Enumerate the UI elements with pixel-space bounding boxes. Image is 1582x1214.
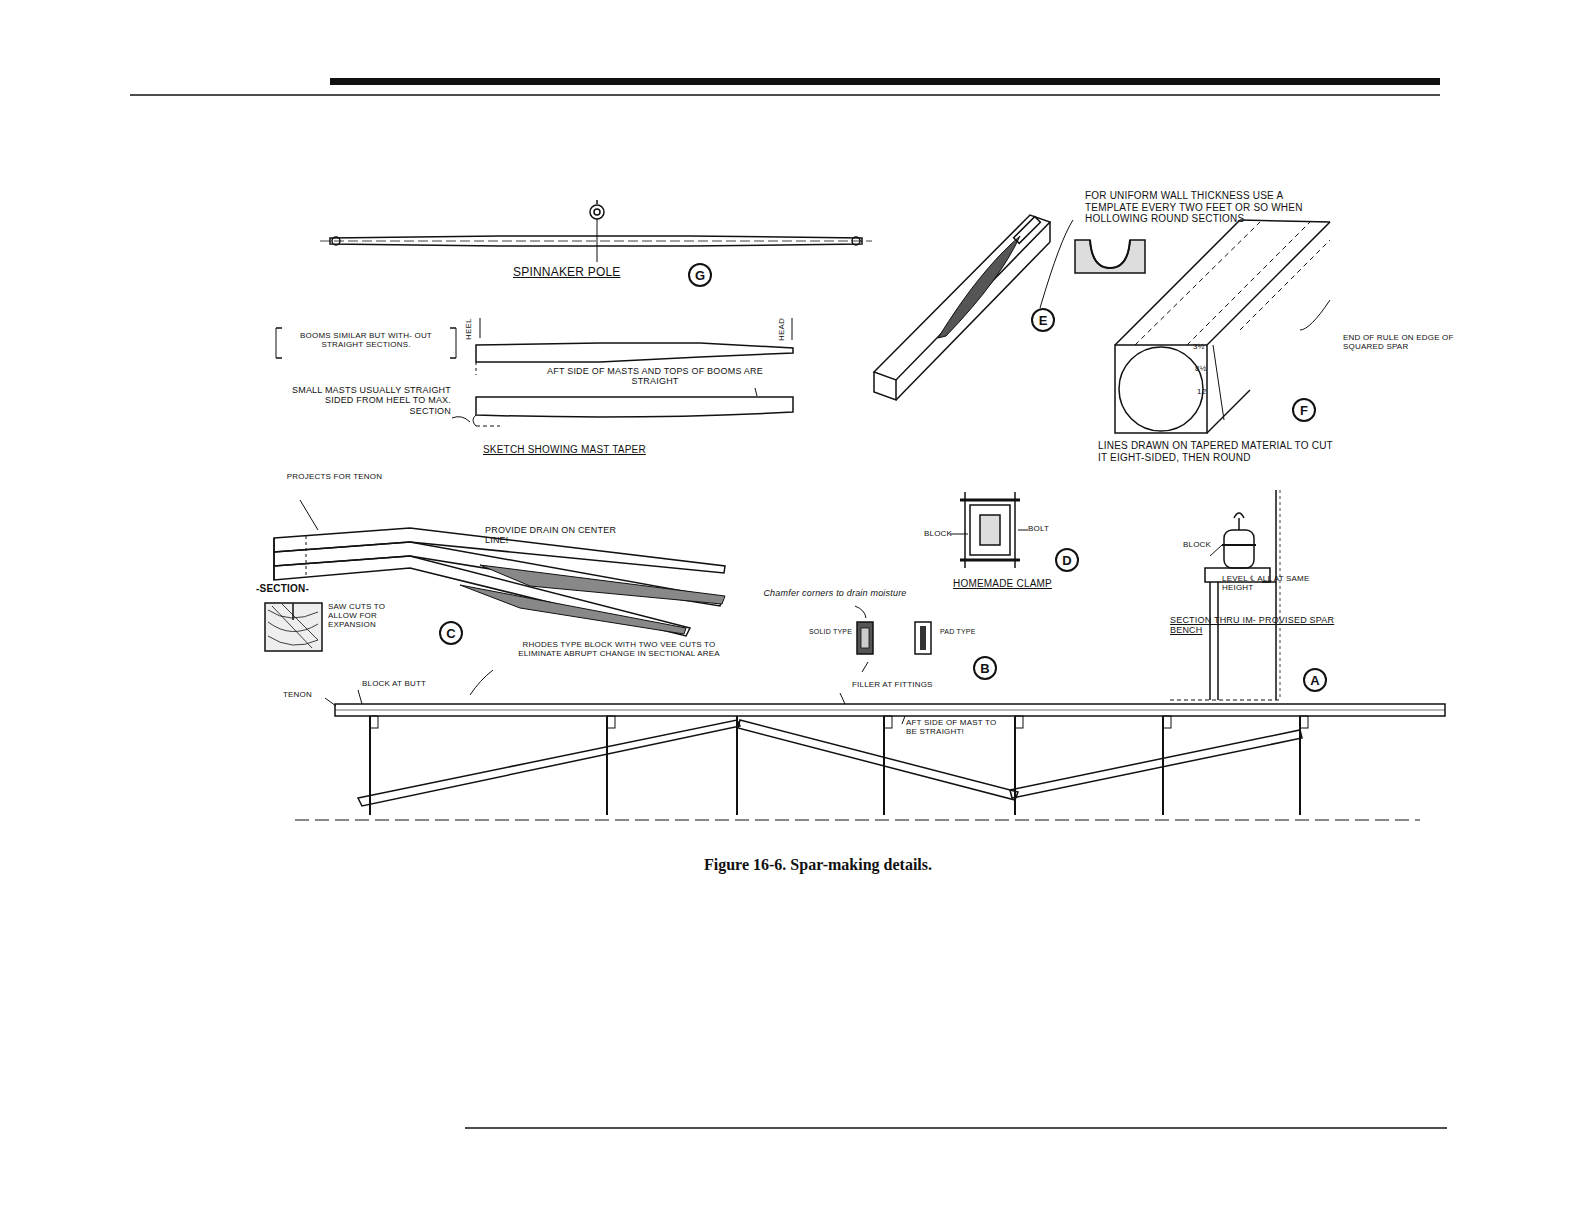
callout-circle: F xyxy=(1292,398,1316,422)
callout-circle: A xyxy=(1303,668,1327,692)
callout-circle: D xyxy=(1055,548,1079,572)
annotation-label: HOMEMADE CLAMP xyxy=(953,578,1052,590)
annotation-label: LEVEL ℄ ALL AT SAME HEIGHT xyxy=(1222,574,1342,592)
annotation-label: SECTION THRU IM- PROVISED SPAR BENCH xyxy=(1170,615,1340,636)
callout-circle: B xyxy=(973,656,997,680)
annotation-label: PAD TYPE xyxy=(940,628,986,636)
annotation-label: FOR UNIFORM WALL THICKNESS USE A TEMPLAT… xyxy=(1085,190,1335,225)
annotation-label: BLOCK AT BUTT xyxy=(362,679,426,688)
callout-letter: G xyxy=(695,268,705,283)
annotation-label: FILLER AT FITTINGS xyxy=(852,680,933,689)
annotation-label: HEEL xyxy=(464,318,473,340)
callout-circle: C xyxy=(439,621,463,645)
annotation-label: 12 xyxy=(1197,387,1206,396)
callout-letter: D xyxy=(1062,553,1071,568)
annotation-label: RHODES TYPE BLOCK WITH TWO VEE CUTS TO E… xyxy=(505,640,733,658)
figure-caption: Figure 16-6. Spar-making details. xyxy=(704,856,932,874)
annotation-label: AFT SIDE OF MASTS AND TOPS OF BOOMS ARE … xyxy=(545,366,765,387)
callout-letter: E xyxy=(1039,313,1048,328)
annotation-label: Chamfer corners to drain moisture xyxy=(760,588,910,598)
annotation-label: 3½ xyxy=(1193,342,1205,351)
annotation-label: BLOCK xyxy=(1183,540,1211,549)
callout-circle: G xyxy=(688,263,712,287)
annotation-label: TENON xyxy=(283,690,312,699)
annotation-label: HEAD xyxy=(777,318,786,341)
callout-circle: E xyxy=(1031,308,1055,332)
annotation-label: SKETCH SHOWING MAST TAPER xyxy=(483,444,646,456)
annotation-label: PROVIDE DRAIN ON CENTER LINE! xyxy=(485,525,635,546)
annotation-label: -SECTION- xyxy=(256,583,309,595)
annotation-label: LINES DRAWN ON TAPERED MATERIAL TO CUT I… xyxy=(1098,440,1338,463)
annotation-label: END OF RULE ON EDGE OF SQUARED SPAR xyxy=(1343,333,1468,351)
callout-letter: A xyxy=(1310,673,1319,688)
annotation-label: SOLID TYPE xyxy=(806,628,852,636)
callout-letter: C xyxy=(446,626,455,641)
annotation-label: BOLT xyxy=(1028,524,1049,533)
annotation-label: PROJECTS FOR TENON xyxy=(282,472,387,481)
annotation-label: SAW CUTS TO ALLOW FOR EXPANSION xyxy=(328,602,416,630)
annotation-label: AFT SIDE OF MAST TO BE STRAIGHT! xyxy=(906,718,1006,736)
callout-letter: F xyxy=(1300,403,1308,418)
annotation-label: BOOMS SIMILAR BUT WITH- OUT STRAIGHT SEC… xyxy=(282,331,450,349)
annotation-label: SPINNAKER POLE xyxy=(513,266,621,280)
annotation-label: SMALL MASTS USUALLY STRAIGHT SIDED FROM … xyxy=(283,385,451,416)
annotation-label: 8½ xyxy=(1195,364,1207,373)
annotation-label: BLOCK xyxy=(924,529,952,538)
callout-letter: B xyxy=(980,661,989,676)
